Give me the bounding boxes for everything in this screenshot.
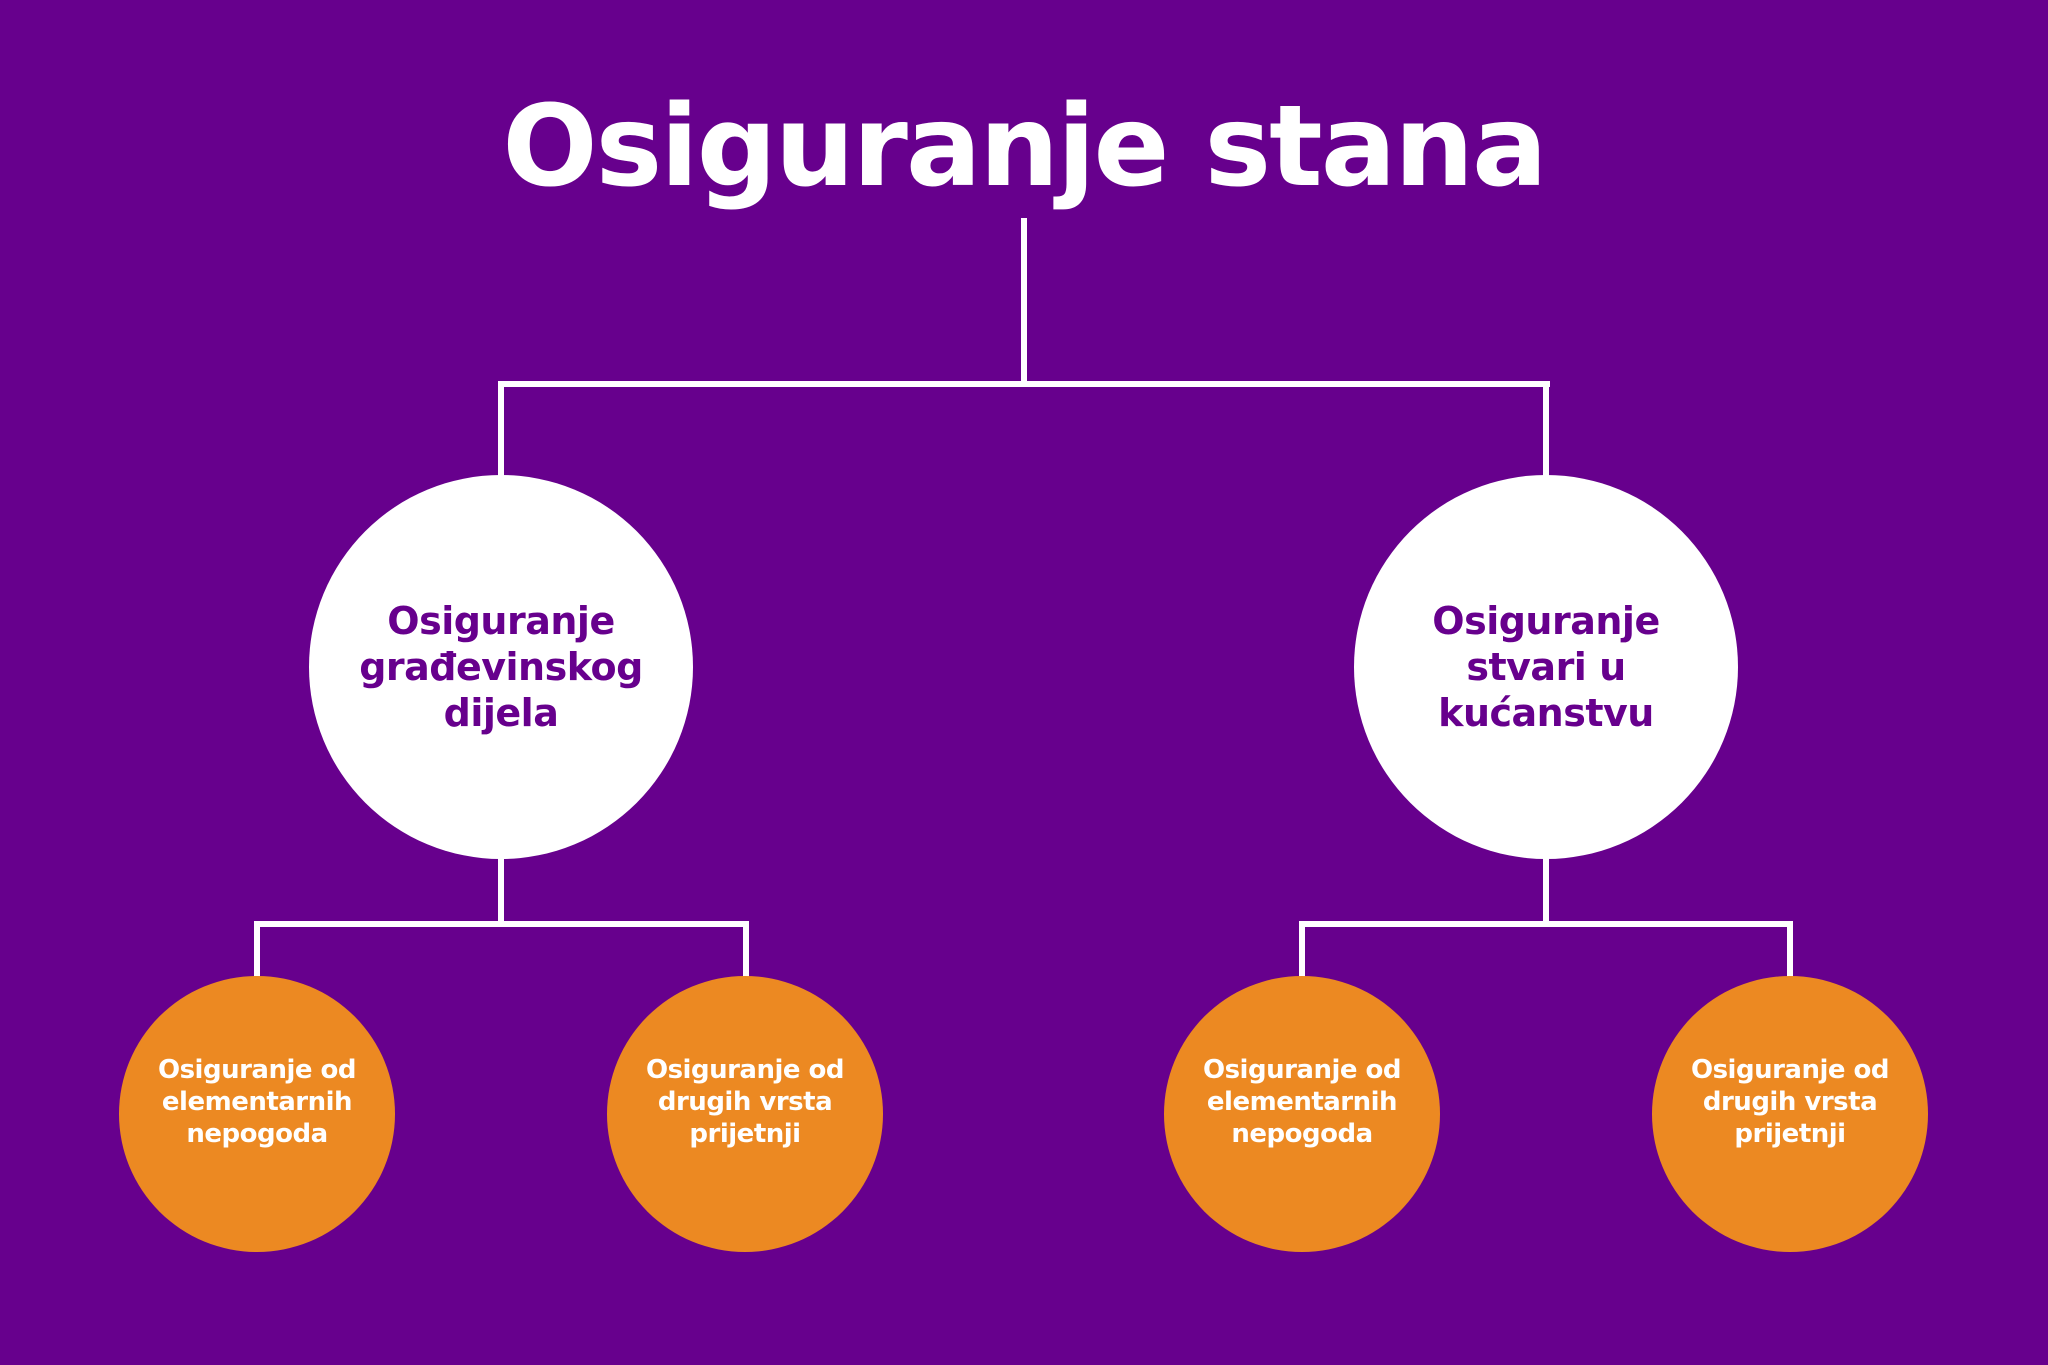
right-child2-connector bbox=[1787, 921, 1793, 979]
right-child1-connector bbox=[1299, 921, 1305, 979]
node-building-insurance: Osiguranje građevinskog dijela bbox=[309, 475, 693, 859]
node-label: Osiguranje od drugih vrsta prijetnji bbox=[1690, 1055, 1890, 1149]
node-label: Osiguranje od elementarnih nepogoda bbox=[1202, 1055, 1402, 1149]
node-label: Osiguranje građevinskog dijela bbox=[359, 599, 643, 735]
root-stem-connector bbox=[1021, 218, 1027, 387]
node-label: Osiguranje stvari u kućanstvu bbox=[1432, 599, 1660, 735]
left-branch-horizontal-connector bbox=[254, 921, 749, 927]
diagram-title: Osiguranje stana bbox=[502, 82, 1547, 212]
branch-right-connector bbox=[1543, 381, 1549, 477]
right-branch-horizontal-connector bbox=[1299, 921, 1793, 927]
left-child1-connector bbox=[254, 921, 260, 979]
right-branch-stem-connector bbox=[1543, 855, 1549, 927]
node-household-natural-disasters: Osiguranje od elementarnih nepogoda bbox=[1164, 976, 1440, 1252]
node-building-natural-disasters: Osiguranje od elementarnih nepogoda bbox=[119, 976, 395, 1252]
left-child2-connector bbox=[743, 921, 749, 979]
node-building-other-threats: Osiguranje od drugih vrsta prijetnji bbox=[607, 976, 883, 1252]
branch-left-connector bbox=[498, 381, 504, 477]
node-label: Osiguranje od elementarnih nepogoda bbox=[157, 1055, 357, 1149]
root-horizontal-connector bbox=[498, 381, 1550, 387]
left-branch-stem-connector bbox=[498, 855, 504, 927]
node-household-contents-insurance: Osiguranje stvari u kućanstvu bbox=[1354, 475, 1738, 859]
node-household-other-threats: Osiguranje od drugih vrsta prijetnji bbox=[1652, 976, 1928, 1252]
node-label: Osiguranje od drugih vrsta prijetnji bbox=[645, 1055, 845, 1149]
